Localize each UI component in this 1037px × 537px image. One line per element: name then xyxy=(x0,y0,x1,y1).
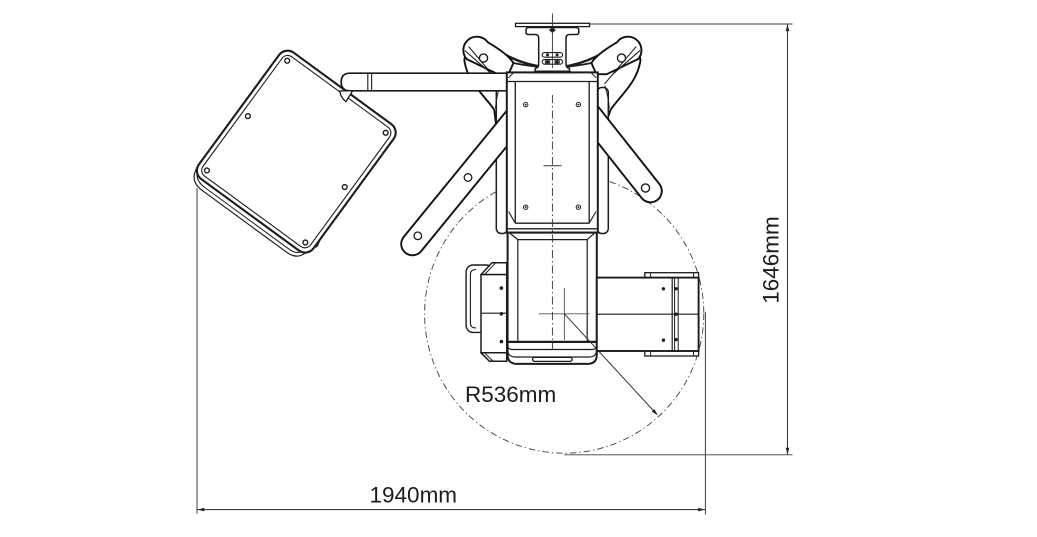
svg-text:1940mm: 1940mm xyxy=(370,482,458,507)
svg-text:R536mm: R536mm xyxy=(465,382,556,407)
svg-text:1646mm: 1646mm xyxy=(758,216,783,304)
